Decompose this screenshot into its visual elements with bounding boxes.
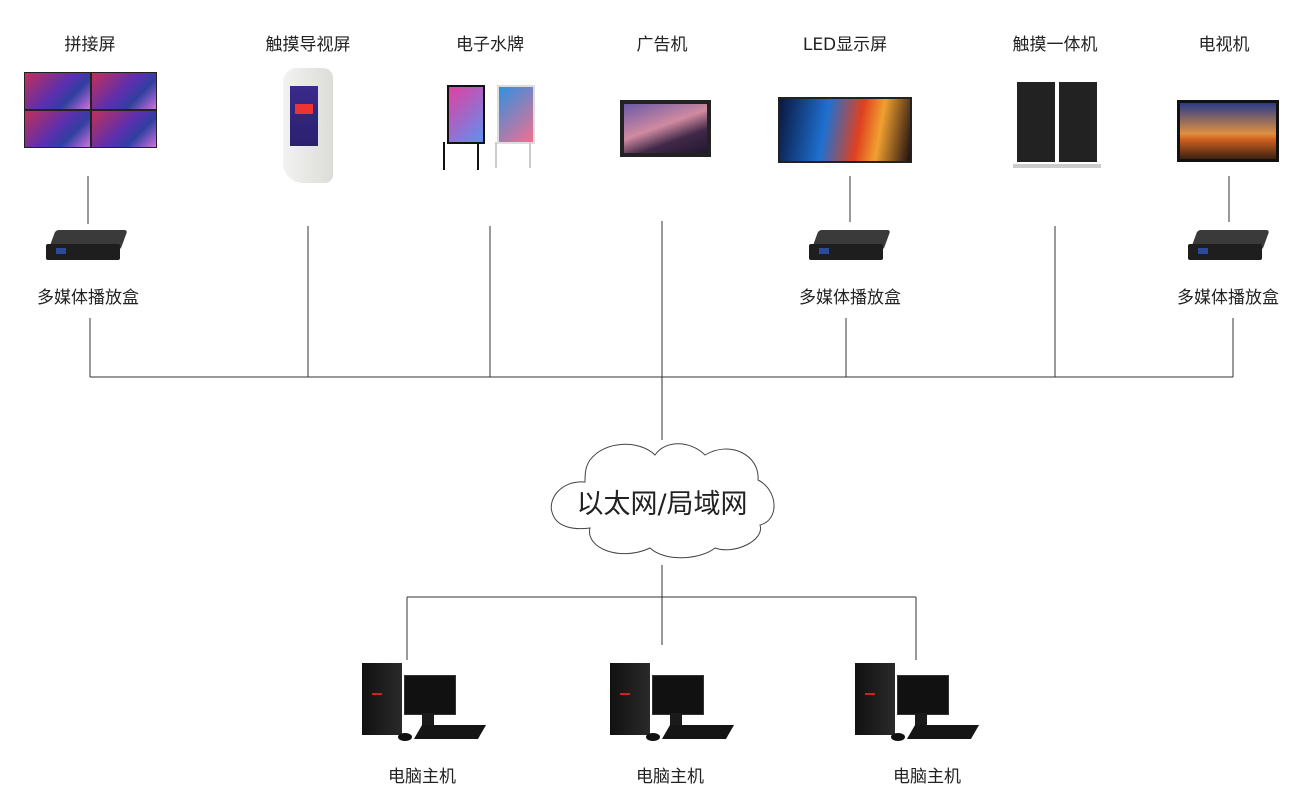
- desktop-computer-icon: [610, 663, 735, 748]
- pc-label: 电脑主机: [636, 767, 704, 787]
- device-label: 拼接屏: [64, 35, 116, 55]
- player-box-label: 多媒体播放盒: [37, 288, 139, 308]
- media-player-box-icon: [809, 230, 891, 264]
- media-player-box-icon: [1188, 230, 1270, 264]
- touch-kiosk-icon: [283, 68, 333, 183]
- device-label: LED显示屏: [802, 35, 888, 55]
- media-player-box-icon: [46, 230, 128, 264]
- device-label: 广告机: [636, 35, 688, 55]
- device-label: 电视机: [1198, 35, 1250, 55]
- network-label: 以太网/局域网: [576, 489, 748, 520]
- device-label: 触摸导视屏: [265, 35, 351, 55]
- player-box-label: 多媒体播放盒: [799, 288, 901, 308]
- desktop-computer-icon: [855, 663, 980, 748]
- pc-label: 电脑主机: [388, 767, 456, 787]
- video-wall-icon: [24, 72, 157, 148]
- device-label: 触摸一体机: [1012, 35, 1098, 55]
- tv-icon: [1177, 100, 1279, 162]
- pc-label: 电脑主机: [893, 767, 961, 787]
- player-box-label: 多媒体播放盒: [1177, 288, 1279, 308]
- cloud-shape: [550, 443, 775, 559]
- advertising-display-icon: [620, 100, 711, 157]
- led-display-icon: [778, 97, 912, 163]
- device-label: 电子水牌: [456, 35, 524, 55]
- desktop-computer-icon: [362, 663, 487, 748]
